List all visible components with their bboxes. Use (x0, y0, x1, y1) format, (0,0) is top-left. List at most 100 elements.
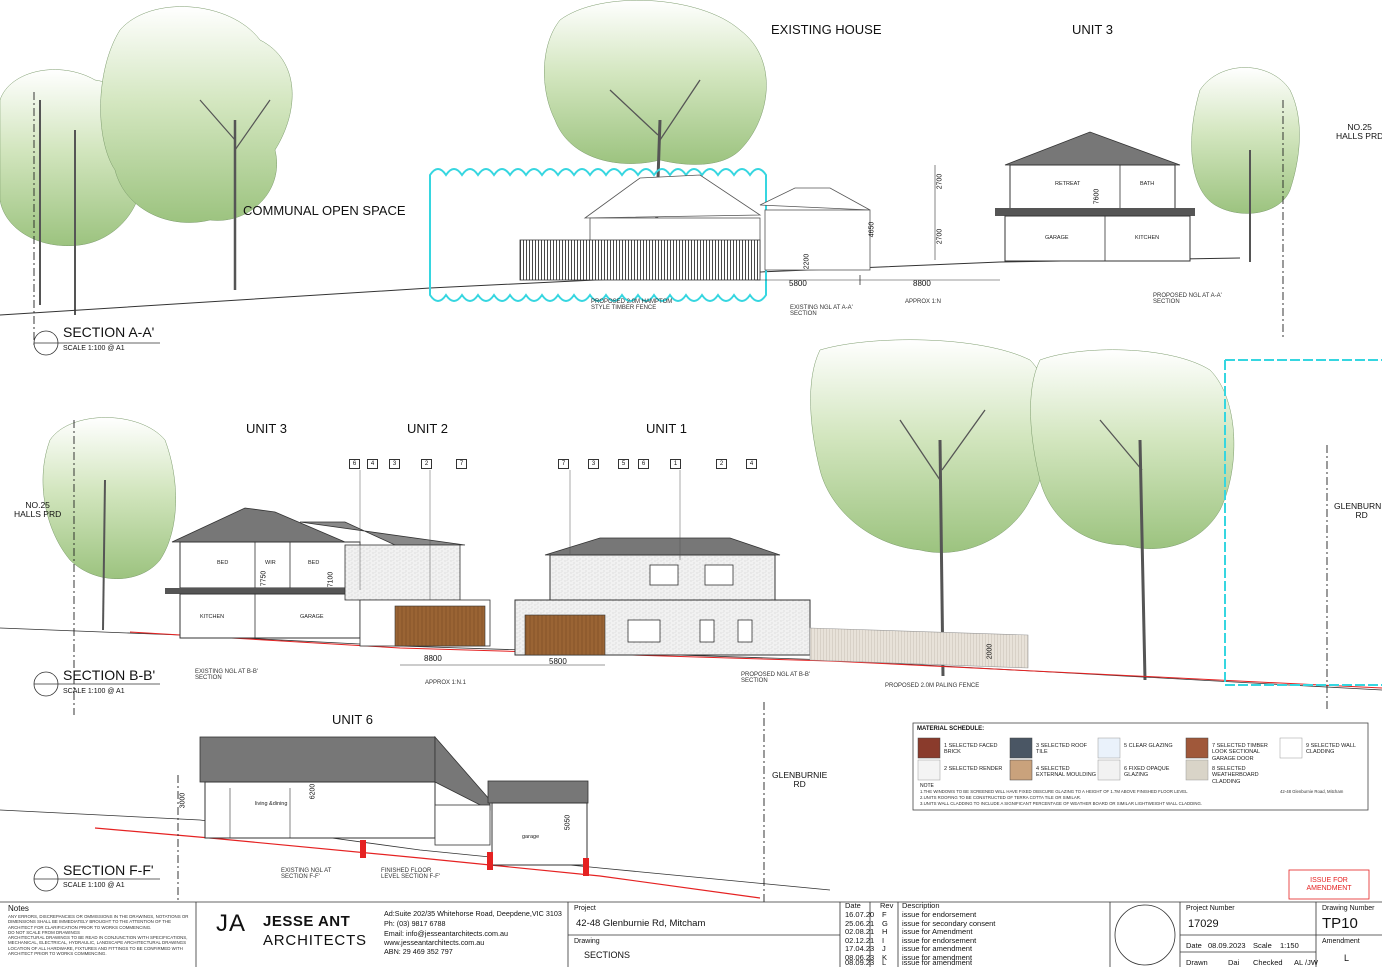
dim-8800-a: 8800 (913, 279, 931, 288)
material-tag: 1 (670, 459, 681, 469)
material-number: 4 (1036, 766, 1040, 772)
material-item-4: 4 SELECTED EXTERNAL MOULDING (1036, 766, 1096, 779)
section-title-f: SECTION F-F' (63, 862, 154, 878)
section-b-b (0, 359, 1382, 715)
heading-existing-house: EXISTING HOUSE (771, 22, 882, 37)
material-schedule-title: MATERIAL SCHEDULE: (917, 726, 985, 732)
material-note-3: 3.UNITS WALL CLADDING TO INCLUDE A SIGNI… (920, 801, 1203, 806)
room-wir: WIR (265, 560, 276, 566)
dim-3000-f: 3000 (179, 792, 187, 809)
material-label: SELECTED RENDER (948, 766, 1003, 772)
revision-description: issue for secondary consent (902, 918, 996, 928)
room-garage-f: garage (522, 834, 540, 840)
dim-5050-f: 5050 (564, 814, 572, 831)
material-label: SELECTED FACED BRICK (944, 743, 998, 756)
heading-unit1: UNIT 1 (646, 421, 687, 436)
room-living-dining: living &dining (255, 801, 288, 807)
revision-code: J (882, 944, 886, 953)
room-bed-2: BED (308, 560, 320, 566)
material-label: SELECTED ROOF TILE (1036, 743, 1088, 756)
notes-line: MECHANICAL, ELECTRICAL, HYDRAULIC, LANDS… (8, 940, 187, 946)
drawn-by: Dai (1228, 958, 1240, 967)
material-label: SELECTED TIMBER LOOK SECTIONAL GARAGE DO… (1212, 743, 1268, 762)
drawing-scale: 1:150 (1280, 941, 1299, 950)
revision-date: 25.06.21 (845, 918, 875, 928)
revision-description: issue for amendment (902, 944, 973, 953)
notes-line: ARCHITECT PRIOR TO WORKS COMMENCING. (8, 950, 107, 956)
material-note-2: 2.UNITS ROOFING TO BE CONSTRUCTED OF TER… (920, 795, 1081, 800)
drawn-label: Drawn (1186, 958, 1208, 967)
revision-date: 08.06.23 (845, 952, 875, 962)
heading-communal-open-space: COMMUNAL OPEN SPACE (243, 203, 406, 218)
dim-4650-a: 4650 (868, 221, 876, 238)
material-number: 7 (1212, 743, 1216, 749)
heading-unit6: UNIT 6 (332, 712, 373, 727)
material-item-6: 6 FIXED OPAQUE GLAZING (1124, 766, 1184, 779)
checked-by: AL /JW (1294, 958, 1318, 967)
material-label: FIXED OPAQUE GLAZING (1124, 766, 1170, 779)
heading-unit3-mid: UNIT 3 (246, 421, 287, 436)
room-retreat: RETREAT (1055, 181, 1081, 187)
note-existing-ngl-f: EXISTING NGL AT SECTION F-F' (281, 868, 332, 880)
material-notes-label: NOTE (920, 783, 934, 789)
revision-description: issue for amendment (902, 959, 973, 967)
revision-date: 02.12.21 (845, 935, 875, 945)
issue-stamp-frame (1288, 869, 1370, 900)
dim-2700-a1: 2700 (936, 173, 944, 190)
material-number: 2 (944, 766, 948, 772)
material-tag: 7 (558, 459, 569, 469)
checked-label: Checked (1253, 958, 1283, 967)
material-tag: 2 (716, 459, 727, 469)
section-scale-f: SCALE 1:100 @ A1 (63, 882, 125, 889)
tree (1030, 349, 1235, 681)
dim-2200-a: 2200 (803, 253, 811, 270)
dim-6200-f: 6200 (309, 783, 317, 800)
scale-label: Scale (1253, 941, 1272, 950)
material-schedule-box (912, 722, 1369, 811)
dim-5800-a: 5800 (789, 279, 807, 288)
note-proposed-ngl-a: PROPOSED NGL AT A-A' SECTION (1153, 293, 1222, 305)
notes-line: DO NOT SCALE FROM DRAWINGS (8, 929, 80, 935)
revision-header-date: Date (845, 901, 861, 910)
revision-code: G (882, 918, 888, 928)
room-kitchen-b: KITCHEN (200, 614, 225, 620)
material-tag: 4 (367, 459, 378, 469)
revision-header-rev: Rev (880, 901, 894, 910)
material-number: 6 (1124, 766, 1128, 772)
project-number-label: Project Number (1186, 905, 1235, 912)
note-ffl-f: FINISHED FLOOR LEVEL SECTION F-F' (381, 868, 440, 880)
material-number: 1 (944, 743, 948, 749)
notes-title: Notes (8, 904, 29, 913)
section-scale-b: SCALE 1:100 @ A1 (63, 688, 125, 695)
section-title-a: SECTION A-A' (63, 324, 155, 340)
material-tag: 4 (746, 459, 757, 469)
note-approx-a: APPROX 1:N (905, 299, 942, 305)
room-garage-a: GARAGE (1045, 235, 1069, 241)
firm-name-line2: ARCHITECTS (263, 932, 367, 949)
material-tag: 3 (588, 459, 599, 469)
revision-code: I (882, 935, 885, 945)
section-markers (33, 330, 160, 892)
dim-8800-b: 8800 (424, 654, 442, 663)
firm-email: Email: info@jesseantarchitects.com.au (384, 929, 508, 938)
section-f-f (0, 702, 831, 905)
firm-website: www.jesseantarchitects.com.au (384, 938, 485, 947)
heading-unit3-top: UNIT 3 (1072, 22, 1113, 37)
notes-line: LOCATION OF ALL HARDWARE, FIXTURES AND F… (8, 945, 183, 951)
drawing-number: TP10 (1322, 915, 1358, 932)
firm-phone: Ph: (03) 9817 6788 (384, 919, 446, 928)
revision-code: H (882, 927, 888, 936)
tree (810, 339, 1051, 677)
material-number: 8 (1212, 766, 1216, 772)
revision-description: issue for endorsement (902, 910, 977, 919)
project-number: 17029 (1188, 918, 1219, 930)
material-label: SELECTED WEATHERBOARD CLADDING (1212, 766, 1259, 785)
firm-logo-mark: JA (216, 910, 247, 937)
note-proposed-ngl-b: PROPOSED NGL AT B-B' SECTION (741, 672, 811, 684)
project-label: Project (574, 905, 596, 912)
tree (1191, 67, 1300, 262)
dim-5800-b: 5800 (549, 657, 567, 666)
dim-7750-b: 7750 (260, 570, 268, 587)
firm-name-line1: JESSE ANT (263, 913, 351, 930)
